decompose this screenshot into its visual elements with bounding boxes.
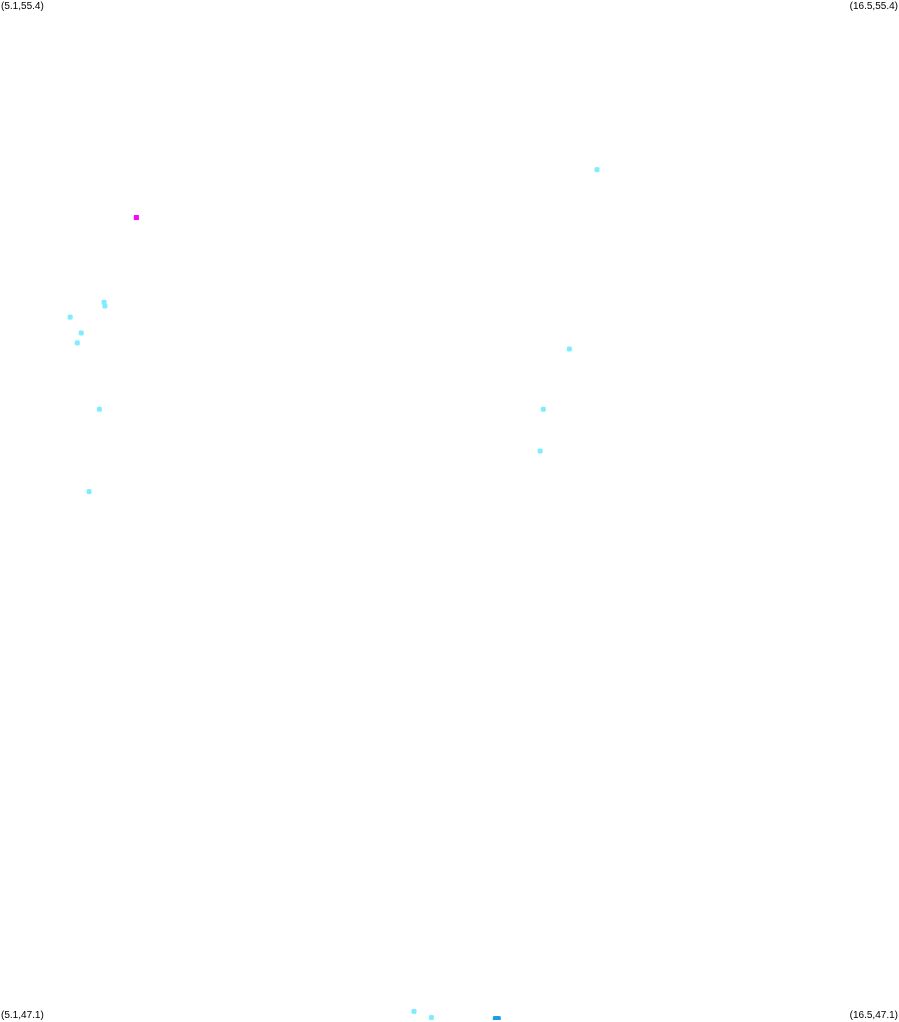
map-marker-light-cyan [86, 489, 92, 495]
map-marker-light-cyan [74, 340, 80, 346]
map-marker-magenta [133, 215, 139, 220]
map-marker-light-cyan [594, 167, 600, 173]
map-marker-light-cyan [102, 303, 108, 309]
map-marker-light-cyan [566, 346, 572, 352]
map-marker-light-cyan [428, 1015, 434, 1020]
map-marker-light-cyan [96, 406, 102, 412]
marker-layer [67, 167, 600, 1020]
corner-coordinate-top-right: (16.5,55.4) [849, 1, 898, 12]
map-marker-light-cyan [540, 406, 546, 412]
corner-coordinate-bottom-right: (16.5,47.1) [849, 1010, 898, 1021]
map-marker-light-cyan [78, 330, 84, 336]
map-marker-light-cyan [67, 314, 73, 320]
map-marker-light-cyan [537, 448, 543, 454]
corner-coordinate-top-left: (5.1,55.4) [1, 1, 44, 12]
map-marker-medium-blue [492, 1016, 501, 1020]
corner-coordinate-bottom-left: (5.1,47.1) [1, 1010, 44, 1021]
map-marker-light-cyan [411, 1008, 417, 1014]
